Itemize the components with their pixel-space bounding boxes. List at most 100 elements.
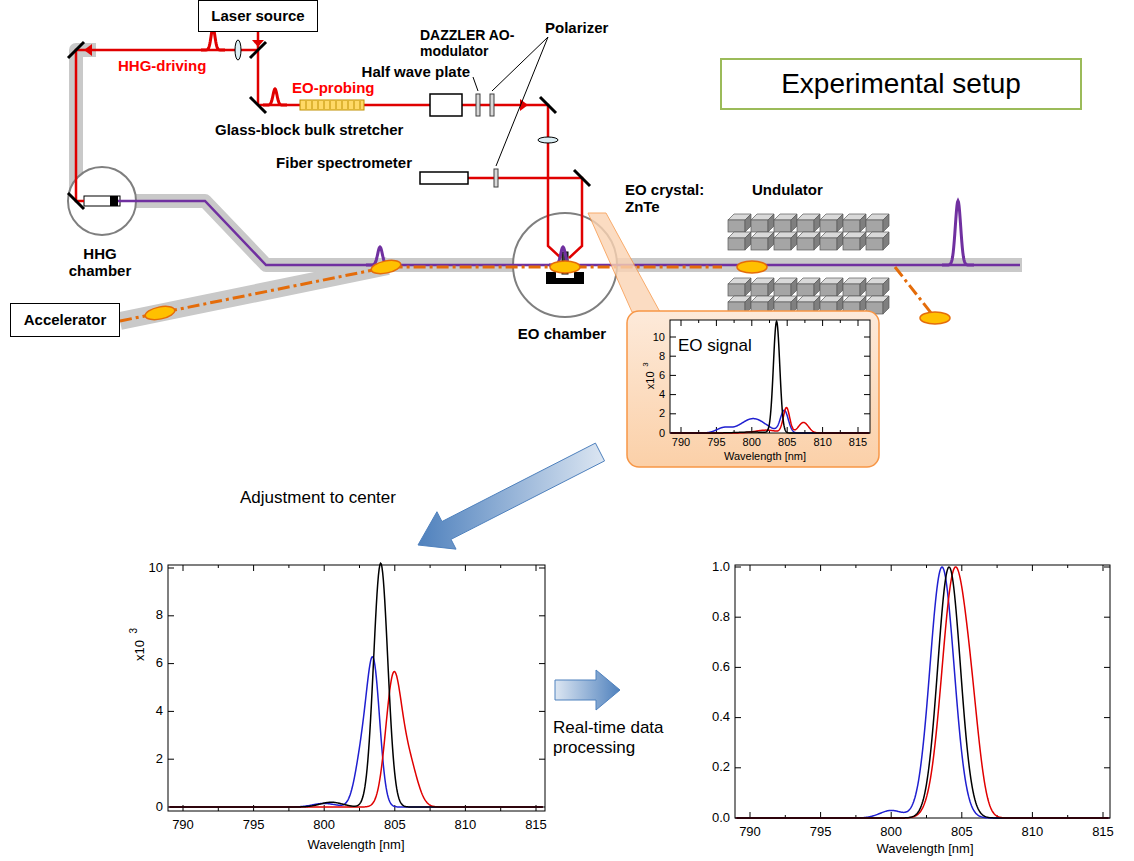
axis-tick-label: 810 [455, 818, 477, 833]
mirror [250, 42, 266, 58]
spectrum-chart [670, 320, 870, 433]
axis-tick [1032, 565, 1033, 571]
leader-line [473, 77, 478, 91]
axis-tick [698, 320, 699, 323]
axis-tick-label: 0 [156, 800, 163, 815]
axis-tick [670, 413, 676, 414]
axis-tick [670, 337, 676, 338]
fiber-spectrometer [420, 172, 468, 184]
axis-tick-label: 0.0 [712, 811, 730, 826]
magnet-block [843, 284, 860, 296]
axis-tick-label: 6 [659, 369, 665, 382]
axis-title: Wavelength [nm] [876, 842, 973, 857]
glass-hatch [360, 101, 361, 109]
electron-bunch [370, 258, 402, 276]
axis-tick [183, 565, 184, 571]
glass-hatch [312, 101, 313, 109]
magnet-side [883, 278, 889, 296]
axis-tick-label: 795 [810, 825, 832, 840]
magnet-block [843, 220, 860, 232]
magnet-side [860, 214, 866, 232]
axis-tick [822, 320, 823, 326]
axis-tick [926, 565, 927, 568]
magnet-side [768, 278, 774, 296]
component-label: DAZZLER AO-modulator [420, 27, 520, 59]
axis-tick [1104, 567, 1110, 568]
axis-tick [735, 617, 741, 618]
polarizer [490, 94, 494, 116]
half-wave-plate [476, 94, 480, 116]
axis-tick [785, 565, 786, 568]
axis-tick [716, 320, 717, 326]
axis-tick [539, 663, 545, 664]
axis-tick [500, 808, 501, 811]
axis-tick [218, 808, 219, 811]
spectrum-curve [736, 567, 1108, 818]
magnet-side [860, 278, 866, 296]
axis-tick [804, 320, 805, 323]
axis-tick-label: 790 [739, 825, 761, 840]
electron-bunch [550, 261, 580, 273]
axis-tick [430, 565, 431, 568]
spectrum-curve [169, 657, 542, 807]
axis-multiplier: x10 [644, 371, 657, 389]
leader-line [492, 37, 548, 91]
axis-tick-label: 10 [149, 561, 163, 576]
magnet-side [883, 296, 889, 314]
magnet-side [814, 278, 820, 296]
magnet-side [791, 232, 797, 250]
axis-tick [681, 320, 682, 326]
axis-tick [750, 565, 751, 571]
axis-tick [168, 568, 174, 569]
spectrum-curve [671, 321, 869, 433]
mirror [68, 42, 84, 58]
process-arrow [418, 443, 605, 549]
axis-tick [1104, 717, 1110, 718]
axis-tick [1032, 812, 1033, 818]
glass-block [300, 100, 364, 110]
source-box: Laser source [198, 0, 318, 32]
arrowhead [520, 99, 528, 111]
spectrum-chart [735, 565, 1110, 818]
axis-tick [324, 805, 325, 811]
glass-hatch [318, 101, 319, 109]
axis-tick [288, 808, 289, 811]
axis-tick [822, 427, 823, 433]
spectrum-chart [168, 563, 545, 811]
axis-tick [539, 615, 545, 616]
axis-tick [864, 413, 870, 414]
source-box: Accelerator [10, 303, 120, 337]
magnet-side [837, 278, 843, 296]
glass-hatch [306, 101, 307, 109]
axis-tick [864, 337, 870, 338]
node-text: EO signal [678, 336, 752, 356]
axis-tick [751, 320, 752, 326]
panel-outline [627, 311, 879, 467]
axis-tick-label: 805 [384, 818, 406, 833]
axis-tick [670, 356, 676, 357]
magnet-block [751, 284, 768, 296]
mirror [574, 170, 590, 186]
axis-tick [864, 356, 870, 357]
axis-tick-label: 10 [653, 331, 665, 344]
eo-probe-return [468, 178, 582, 258]
axis-tick [359, 565, 360, 568]
magnet-block [820, 238, 837, 250]
callout-wedge [588, 213, 660, 312]
beam-label: EO-probing [292, 79, 375, 96]
axis-tick [1104, 617, 1110, 618]
axis-tick-label: 0.8 [712, 610, 730, 625]
arrowhead [84, 44, 92, 56]
axis-tick-label: 795 [707, 436, 725, 449]
mirror [68, 193, 84, 209]
axis-tick [735, 567, 741, 568]
axis-tick [670, 375, 676, 376]
axis-tick-label: 2 [156, 752, 163, 767]
magnet-block [866, 238, 883, 250]
spectrum-curve [169, 672, 542, 807]
plot-frame [168, 565, 545, 811]
electron-bunch [144, 304, 176, 322]
axis-tick-label: 8 [156, 608, 163, 623]
plot-frame [670, 320, 870, 433]
magnet-block [820, 284, 837, 296]
